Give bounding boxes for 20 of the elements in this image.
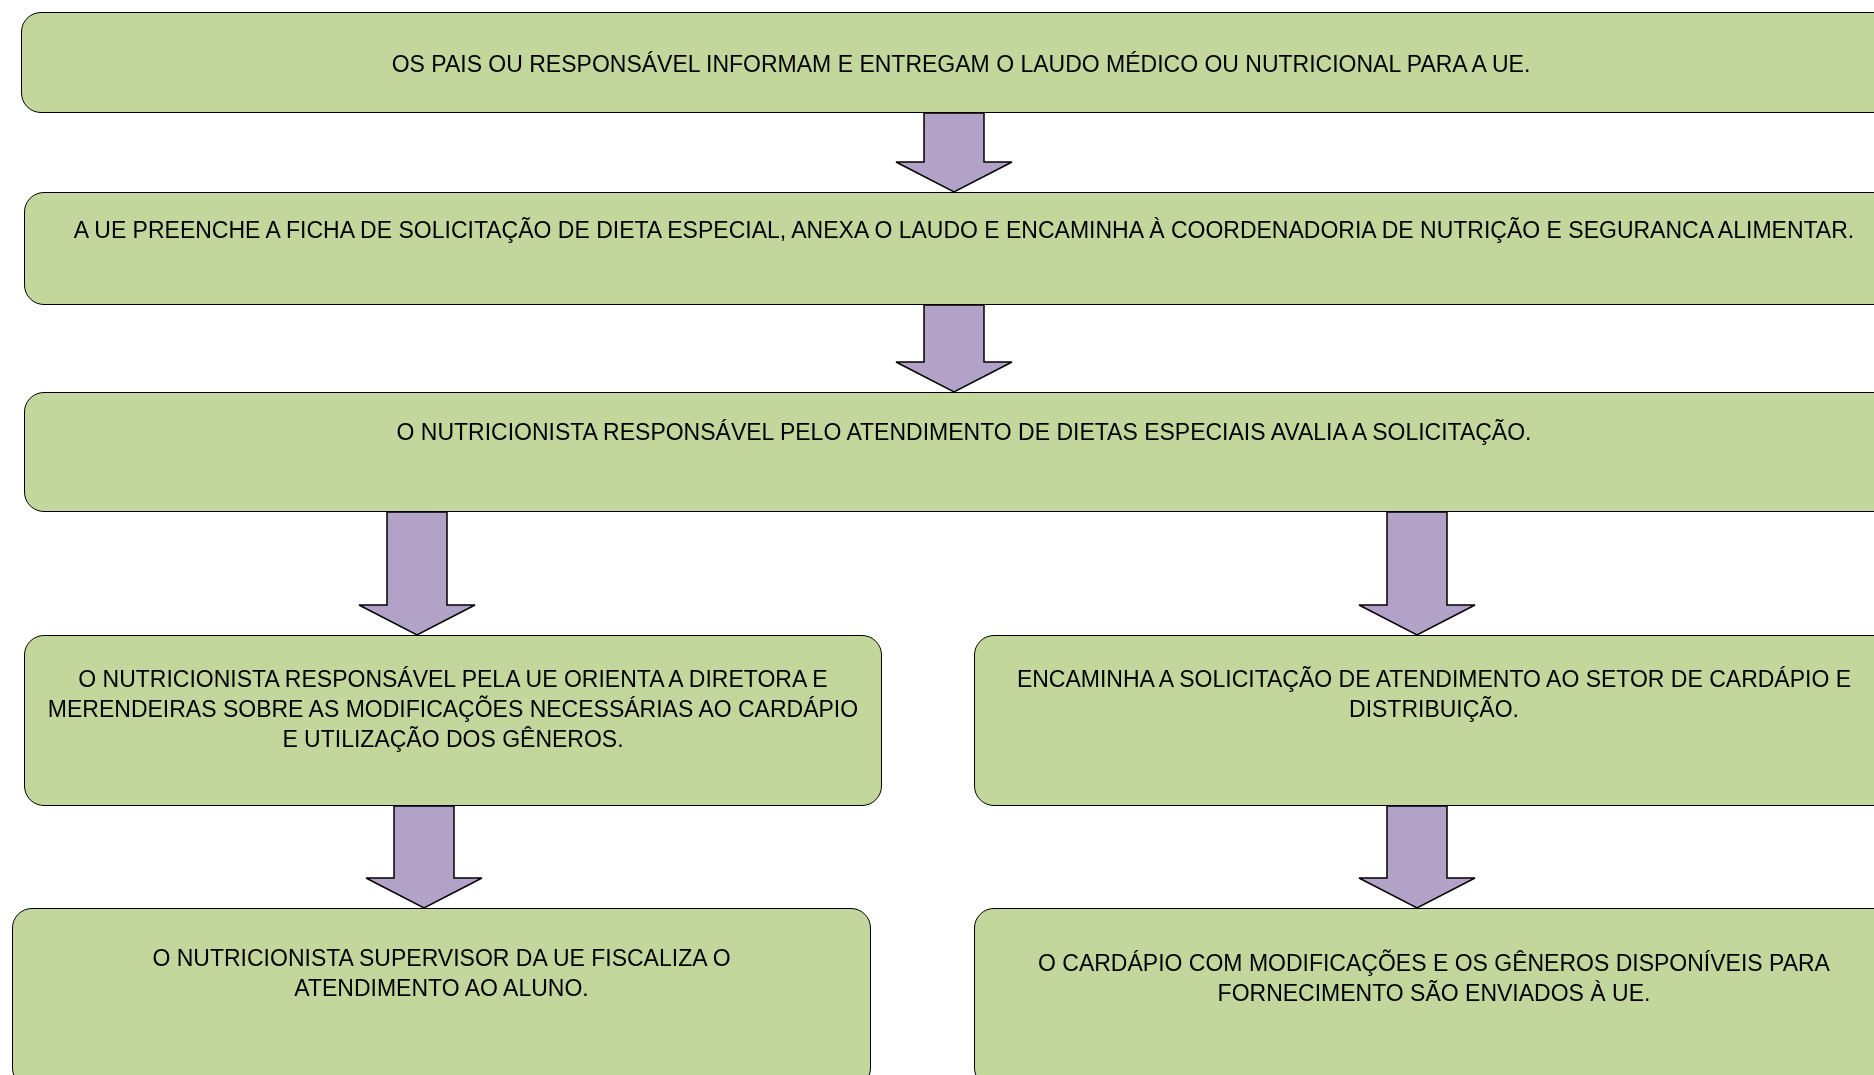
- block-arrow: [895, 304, 1013, 393]
- step-text: O CARDÁPIO COM MODIFICAÇÕES E OS GÊNEROS DISPONÍVEIS PARA FORNECIMENTO SÃO ENVIADOS À UE.: [1037, 948, 1831, 1008]
- process-box: [12, 908, 871, 1075]
- process-box: [24, 192, 1874, 305]
- step-text: A UE PREENCHE A FICHA DE SOLICITAÇÃO DE DIETA ESPECIAL, ANEXA O LAUDO E ENCAMINHA À COORDENADORIA DE NUTRIÇÃO E SEGURANCA ALIMENTAR.: [73, 216, 1855, 245]
- process-box: [974, 635, 1874, 806]
- process-box: [21, 12, 1874, 113]
- process-box: [24, 635, 882, 806]
- step-text: OS PAIS OU RESPONSÁVEL INFORMAM E ENTREGAM O LAUDO MÉDICO OU NUTRICIONAL PARA A UE.: [391, 50, 1531, 79]
- step-text: ENCAMINHA A SOLICITAÇÃO DE ATENDIMENTO AO SETOR DE CARDÁPIO E DISTRIBUIÇÃO.: [1015, 665, 1853, 724]
- block-arrow: [1358, 511, 1476, 636]
- process-box: [974, 908, 1874, 1075]
- block-arrow: [365, 805, 483, 909]
- block-arrow: [895, 112, 1013, 193]
- step-text: O NUTRICIONISTA RESPONSÁVEL PELO ATENDIMENTO DE DIETAS ESPECIAIS AVALIA A SOLICITAÇÃO.: [396, 418, 1532, 447]
- process-box: [24, 392, 1874, 512]
- block-arrow: [1358, 805, 1476, 909]
- step-text: O NUTRICIONISTA SUPERVISOR DA UE FISCALIZA O ATENDIMENTO AO ALUNO.: [151, 944, 732, 1003]
- step-text: O NUTRICIONISTA RESPONSÁVEL PELA UE ORIENTA A DIRETORA E MERENDEIRAS SOBRE AS MODIFICAÇÕES NECESSÁRIAS AO CARDÁPIO E UTILIZAÇÃO DOS GÊNEROS.: [46, 665, 860, 754]
- block-arrow: [358, 511, 476, 636]
